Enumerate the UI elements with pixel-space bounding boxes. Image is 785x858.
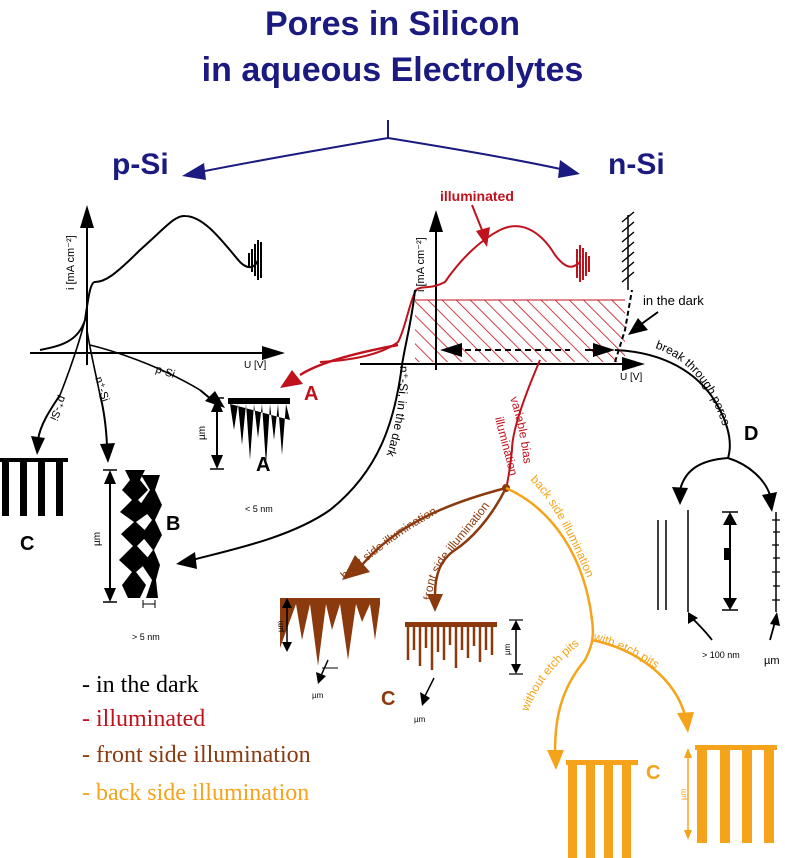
dim-um-back-pit: µm — [312, 691, 324, 700]
branch-label-n-si: n-Si — [608, 148, 665, 181]
pore-image-without-etch-pits — [566, 760, 638, 858]
pore-image-A — [210, 397, 290, 470]
illuminated-pointer — [471, 204, 490, 247]
label-illuminated: illuminated — [440, 188, 514, 204]
arrow-to-A-red — [280, 343, 399, 388]
n-y-axis-label: i [mA cm⁻²] — [415, 237, 427, 292]
marker-A-red: A — [304, 383, 318, 405]
marker-C-brown: C — [381, 688, 395, 710]
branch-arrows — [182, 120, 580, 180]
dim-lt5nm: < 5 nm — [245, 504, 273, 514]
legend-item-front-side: - front side illumination — [82, 742, 311, 768]
dim-um-back: µm — [276, 620, 285, 632]
pore-image-with-etch-pits — [684, 745, 777, 843]
branch-label-p-si: p-Si — [112, 148, 169, 181]
p-si-arrows — [31, 389, 225, 463]
legend-item-back-side: - back side illumination — [82, 780, 310, 806]
legend-item-dark: - in the dark — [82, 672, 199, 698]
label-back-side-1: back side illumination — [338, 504, 439, 582]
pore-image-C-p — [0, 458, 68, 516]
label-n-plus-si-dark: n⁺-Si, in the dark — [383, 366, 411, 460]
marker-D: D — [744, 423, 758, 445]
illumination-variable-bias-branch — [342, 359, 694, 770]
label-back-side-2: back side illumination — [528, 472, 597, 579]
title-line-1: Pores in Silicon — [264, 5, 521, 43]
dim-gt5nm: > 5 nm — [132, 632, 160, 642]
label-p-plus-si: p⁺-Si — [47, 394, 68, 422]
marker-A: A — [256, 454, 270, 476]
label-in-the-dark: in the dark — [643, 293, 704, 308]
n-x-axis-label: U [V] — [620, 372, 642, 383]
label-n-plus-si: n⁺-Si — [92, 375, 111, 403]
marker-B: B — [166, 513, 180, 535]
n-si-graph — [319, 210, 645, 371]
dim-um-orange: µm — [679, 788, 688, 800]
label-with-etch-pits: with etch pits — [591, 629, 662, 671]
dim-gt100nm: > 100 nm — [702, 650, 740, 660]
pore-image-D — [657, 510, 780, 641]
pore-image-B — [103, 469, 162, 608]
legend-item-illuminated: - illuminated — [82, 706, 206, 732]
label-without-etch-pits: without etch pits — [517, 636, 581, 714]
arrow-to-B-dark — [176, 364, 403, 569]
p-x-axis-label: U [V] — [244, 360, 266, 371]
dim-um-B: µm — [92, 532, 103, 546]
pore-image-front-side-brown — [405, 619, 523, 706]
marker-C-p: C — [20, 533, 34, 555]
marker-C-orange: C — [646, 762, 660, 784]
dim-um-front: µm — [503, 643, 512, 655]
dark-pointer — [628, 311, 659, 335]
dim-um-A: µm — [197, 426, 208, 440]
title-line-2: in aqueous Electrolytes — [201, 51, 584, 89]
label-p-si-curve: p-Si — [154, 363, 176, 380]
label-break-through: break through pores — [654, 338, 733, 427]
pore-image-back-side-brown — [280, 598, 380, 684]
dim-um-front-pit: µm — [414, 715, 426, 724]
p-si-graph — [30, 205, 285, 396]
p-y-axis-label: i [mA cm⁻²] — [65, 235, 77, 290]
arrow-break-through — [614, 349, 777, 512]
dim-um-D: µm — [764, 655, 780, 667]
